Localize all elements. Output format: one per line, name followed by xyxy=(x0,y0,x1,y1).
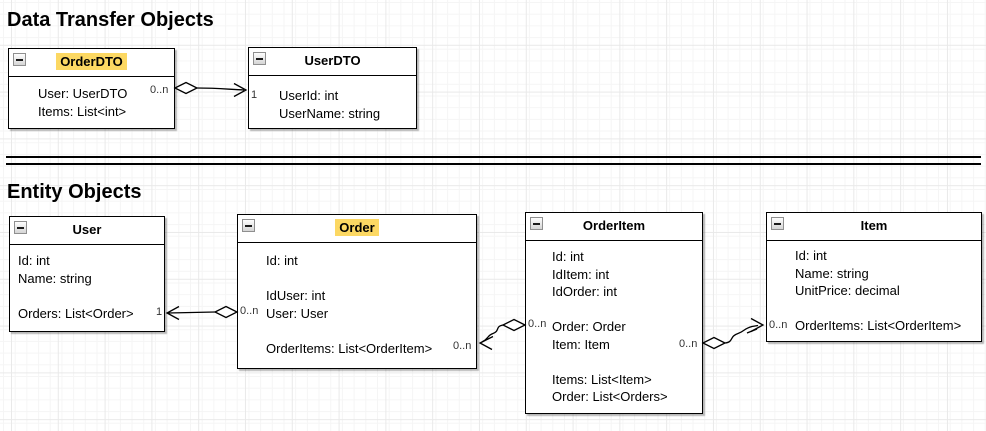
minus-glyph xyxy=(533,223,540,225)
class-title: Order xyxy=(335,219,379,236)
member-row: User: UserDTO xyxy=(38,86,128,101)
member-row: UserName: string xyxy=(279,105,381,121)
member-row: Name: string xyxy=(18,270,92,286)
collapse-minus-icon[interactable] xyxy=(242,219,255,232)
class-title: UserDTO xyxy=(304,53,361,68)
connector-orderdto-userdto[interactable] xyxy=(173,81,248,98)
minus-glyph xyxy=(16,59,23,61)
collapse-minus-icon[interactable] xyxy=(530,217,543,230)
member-spacer xyxy=(266,270,476,288)
member-row: OrderItems: List<OrderItem> xyxy=(266,340,433,356)
member-row: Order: Order xyxy=(552,319,626,334)
member-spacer xyxy=(266,322,476,340)
class-box-order[interactable]: Order Id: int IdUser: int User: User Ord… xyxy=(237,214,477,369)
member-spacer xyxy=(552,301,702,319)
class-title-bar: Item xyxy=(767,213,981,241)
section-heading-entity: Entity Objects xyxy=(7,181,142,203)
collapse-minus-icon[interactable] xyxy=(253,52,266,65)
connector-order-user[interactable] xyxy=(165,305,239,321)
member-row: Id: int xyxy=(552,249,584,264)
member-row: OrderItems: List<OrderItem> xyxy=(795,318,962,333)
class-box-orderitem[interactable]: OrderItem Id: int IdItem: int IdOrder: i… xyxy=(525,212,703,414)
member-row: Items: List<int> xyxy=(38,103,127,119)
multiplicity-label: 0..n xyxy=(150,84,169,96)
open-arrow-icon xyxy=(233,82,248,98)
connector-orderitem-order[interactable] xyxy=(478,318,527,351)
multiplicity-label: 0..n xyxy=(679,338,698,350)
open-arrow-icon xyxy=(165,305,180,321)
member-spacer xyxy=(552,353,702,371)
section-heading-dto: Data Transfer Objects xyxy=(7,9,214,31)
member-row: Id: int xyxy=(266,253,298,268)
class-box-userdto[interactable]: UserDTO UserId: int UserName: string xyxy=(248,47,417,129)
class-title-bar: OrderDTO xyxy=(9,49,174,77)
class-box-orderdto[interactable]: OrderDTO User: UserDTO Items: List<int> xyxy=(8,48,175,129)
multiplicity-label: 1 xyxy=(156,306,163,318)
member-row: User: User xyxy=(266,305,329,321)
member-spacer xyxy=(795,300,981,318)
member-row: Orders: List<Order> xyxy=(18,305,134,321)
section-divider-line xyxy=(6,156,981,165)
minus-glyph xyxy=(256,58,263,60)
member-row: IdItem: int xyxy=(552,266,610,282)
multiplicity-label: 0..n xyxy=(240,305,259,317)
multiplicity-label: 1 xyxy=(251,89,258,101)
member-row: IdUser: int xyxy=(266,288,326,303)
class-box-user[interactable]: User Id: int Name: string Orders: List<O… xyxy=(9,216,165,332)
minus-glyph xyxy=(17,227,24,229)
class-title-bar: Order xyxy=(238,215,476,243)
collapse-minus-icon[interactable] xyxy=(13,53,26,66)
class-title-bar: OrderItem xyxy=(526,213,702,241)
class-box-item[interactable]: Item Id: int Name: string UnitPrice: dec… xyxy=(766,212,982,342)
class-title: OrderDTO xyxy=(56,53,127,70)
member-row: UnitPrice: decimal xyxy=(795,283,900,298)
member-row: Id: int xyxy=(18,253,50,268)
class-title-bar: UserDTO xyxy=(249,48,416,76)
class-title-bar: User xyxy=(10,217,164,245)
member-row: Id: int xyxy=(795,248,827,263)
member-spacer xyxy=(18,287,164,305)
connector-orderitem-item[interactable] xyxy=(701,317,765,350)
multiplicity-label: 0..n xyxy=(769,319,788,331)
class-title: User xyxy=(72,222,102,237)
multiplicity-label: 0..n xyxy=(453,340,472,352)
member-row: Items: List<Item> xyxy=(552,371,652,387)
multiplicity-label: 0..n xyxy=(528,318,547,330)
open-arrow-icon xyxy=(478,335,494,351)
class-title: Item xyxy=(860,218,888,233)
member-row: Item: Item xyxy=(552,336,610,352)
collapse-minus-icon[interactable] xyxy=(771,217,784,230)
class-title: OrderItem xyxy=(582,218,646,233)
member-row: Name: string xyxy=(795,265,869,281)
minus-glyph xyxy=(774,223,781,225)
member-row: Order: List<Orders> xyxy=(552,389,668,404)
collapse-minus-icon[interactable] xyxy=(14,221,27,234)
member-row: UserId: int xyxy=(279,88,339,103)
minus-glyph xyxy=(245,225,252,227)
member-row: IdOrder: int xyxy=(552,284,618,299)
